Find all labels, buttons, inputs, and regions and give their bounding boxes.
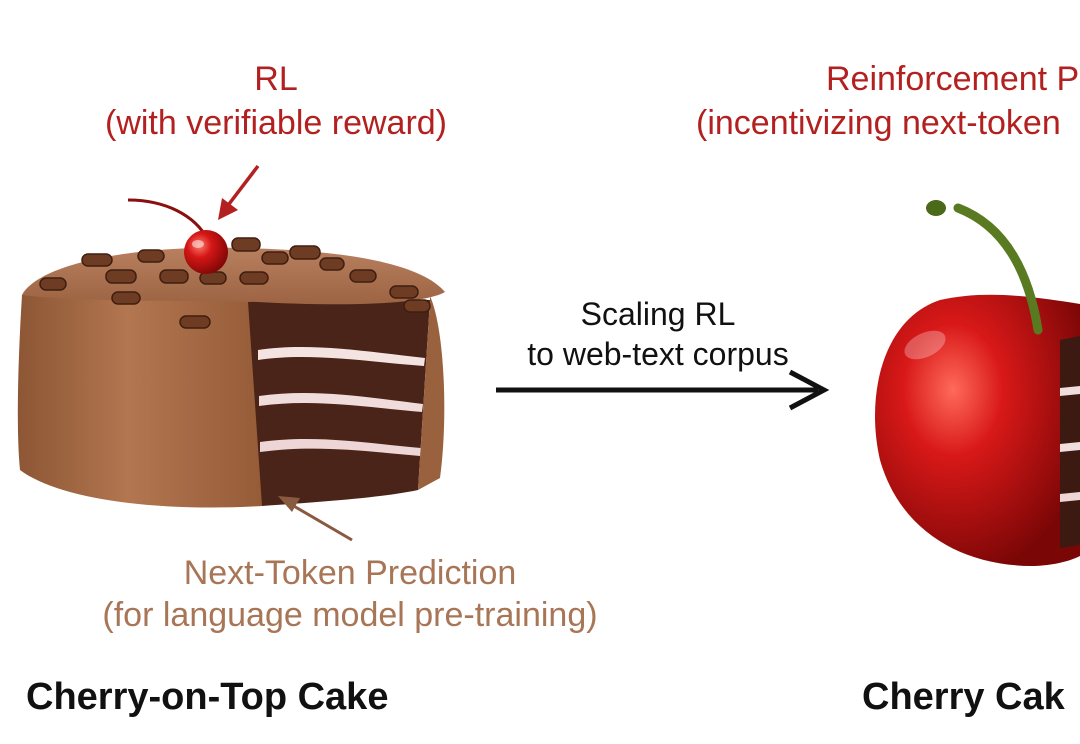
ntp-pointer-arrow	[278, 496, 353, 542]
cake-frosting-side	[17, 289, 263, 508]
right-subtitle: (incentivizing next-token	[696, 104, 1061, 142]
cherry-on-top-cake-illustration	[17, 198, 445, 508]
scaling-arrow	[496, 369, 830, 411]
scaling-label-line1: Scaling RL	[580, 296, 736, 332]
left-caption: Cherry-on-Top Cake	[26, 676, 389, 718]
big-cherry-body	[875, 294, 1080, 566]
cake-cream-layer	[259, 393, 423, 412]
big-cherry-stem-tip	[926, 200, 946, 216]
cherry-on-top	[184, 230, 228, 274]
cake-frosting-rim	[418, 296, 445, 490]
cake-cream-layer	[260, 438, 421, 456]
big-cherry-cream-layer	[1060, 492, 1080, 502]
cherry-highlight	[192, 240, 204, 248]
right-caption: Cherry Cak	[862, 676, 1065, 718]
rl-pointer-arrow	[218, 164, 260, 220]
cherry-cake-illustration	[875, 200, 1080, 566]
rl-subtitle: (with verifiable reward)	[105, 104, 447, 142]
ntp-subtitle: (for language model pre-training)	[102, 596, 598, 634]
big-cherry-cream-layer	[1060, 442, 1080, 452]
right-title: Reinforcement P	[826, 60, 1080, 98]
big-cherry-cream-layer	[1060, 386, 1080, 396]
big-cherry-stem	[953, 203, 1043, 335]
big-cherry-highlight	[904, 330, 946, 360]
rl-title: RL	[254, 60, 298, 98]
big-cherry-cut-face	[1060, 336, 1080, 548]
scaling-label-line2: to web-text corpus	[527, 336, 789, 372]
ntp-title: Next-Token Prediction	[183, 554, 517, 592]
cake-cream-layer	[258, 347, 425, 366]
